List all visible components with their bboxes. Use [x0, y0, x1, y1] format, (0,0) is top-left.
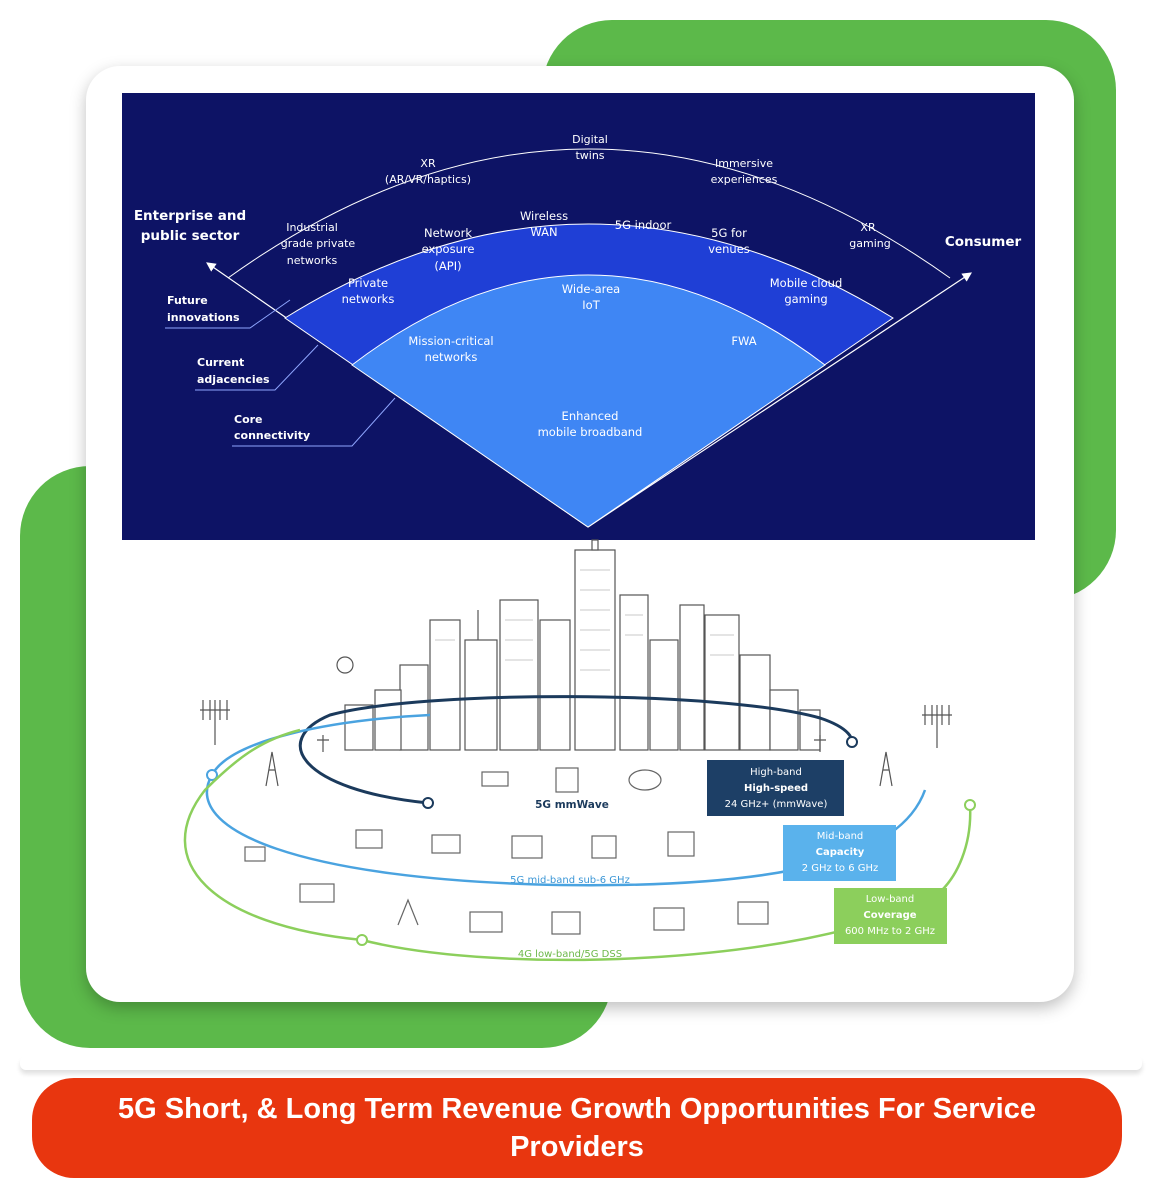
band-label: High-band	[750, 767, 802, 778]
robot-arm-icon	[591, 835, 617, 859]
tractor-icon	[299, 883, 335, 903]
legend-leader	[232, 397, 396, 447]
stadium-icon	[628, 769, 662, 791]
middle-label: 5G for	[711, 226, 747, 240]
small-antenna-icon	[317, 735, 329, 752]
ring-label: 4G low-band/5G DSS	[518, 949, 622, 960]
future-innovations-arc	[227, 148, 951, 279]
mmwave-ring	[298, 695, 854, 805]
growth-fan-diagram: XR (AR/VR/haptics) Digital twins Immersi…	[122, 93, 1035, 540]
middle-label: Network	[424, 226, 472, 240]
sensor-icon	[551, 911, 581, 935]
banner-title: 5G Short, & Long Term Revenue Growth Opp…	[118, 1093, 1036, 1163]
inner-label: FWA	[731, 334, 756, 348]
camera-icon	[481, 771, 509, 787]
middle-label: exposure	[422, 242, 475, 256]
inner-label: Enhanced	[562, 409, 619, 423]
device-icons	[244, 767, 769, 935]
band-label: Coverage	[863, 910, 916, 921]
ring-label: 5G mid-band sub-6 GHz	[510, 875, 630, 886]
monitor-icon	[653, 907, 685, 931]
vehicle-icon	[555, 767, 579, 793]
mid-band-box: Mid-band Capacity 2 GHz to 6 GHz	[783, 825, 896, 881]
consumer-label: Consumer	[945, 234, 1022, 250]
band-label: Capacity	[816, 847, 865, 858]
window-lines	[435, 569, 734, 671]
legend-label: Future	[167, 294, 208, 307]
inner-label: Mission-critical	[408, 334, 493, 348]
antenna-array-icon	[922, 705, 952, 748]
legend-label: Current	[197, 356, 244, 369]
middle-label: Private	[348, 276, 388, 290]
antenna-array-icon	[200, 700, 230, 745]
legend-label: adjacencies	[197, 373, 270, 386]
middle-label: gaming	[784, 292, 827, 306]
right-arrow	[587, 272, 973, 528]
inner-label: mobile broadband	[538, 425, 643, 439]
diagram-canvas: XR (AR/VR/haptics) Digital twins Immersi…	[122, 93, 1035, 962]
band-label: Low-band	[866, 894, 914, 905]
ring-endpoint	[206, 769, 218, 781]
middle-label: 5G indoor	[615, 218, 672, 232]
ring-endpoint	[846, 736, 858, 748]
truck-icon	[431, 834, 461, 854]
enterprise-label: public sector	[141, 228, 240, 244]
band-label: Mid-band	[817, 831, 864, 842]
legend-leader	[195, 344, 319, 391]
core-connectivity-band	[351, 274, 826, 528]
antenna-icons	[200, 656, 952, 787]
low-band-box: Low-band Coverage 600 MHz to 2 GHz	[834, 888, 947, 944]
legend-label: innovations	[167, 311, 240, 324]
outer-label: XR	[420, 157, 436, 170]
legend-label: Core	[234, 413, 263, 426]
outer-label: Immersive	[715, 157, 773, 170]
drone-icon	[336, 656, 354, 674]
ring-endpoint	[356, 934, 368, 946]
band-label: 2 GHz to 6 GHz	[802, 863, 879, 874]
enterprise-label: Enterprise and	[134, 208, 246, 224]
outer-label: Industrial	[286, 221, 338, 234]
cell-tower-icon	[265, 751, 279, 787]
inner-label: Wide-area	[562, 282, 620, 296]
ring-endpoint	[964, 799, 976, 811]
ring-label: 5G mmWave	[535, 799, 609, 811]
outer-label: gaming	[849, 237, 890, 250]
oil-pump-icon	[397, 898, 419, 926]
house-icon	[355, 829, 383, 849]
middle-label: networks	[342, 292, 395, 306]
middle-label: Mobile cloud	[770, 276, 843, 290]
middle-label: (API)	[434, 259, 461, 273]
inner-label: IoT	[582, 298, 600, 312]
machine-icon	[667, 831, 695, 857]
alert-device-icon	[737, 901, 769, 925]
outer-label: Digital	[572, 133, 608, 146]
lowband-ring	[183, 728, 363, 942]
spectrum-city-diagram: 5G mmWave 5G mid-band sub-6 GHz 4G low-b…	[183, 539, 976, 962]
high-band-box: High-band High-speed 24 GHz+ (mmWave)	[707, 760, 844, 816]
middle-label: Wireless	[520, 209, 568, 223]
outer-label: experiences	[711, 173, 778, 186]
city-skyline	[344, 539, 821, 751]
title-banner: 5G Short, & Long Term Revenue Growth Opp…	[32, 1078, 1122, 1178]
cell-tower-icon	[879, 751, 893, 787]
outer-label: twins	[575, 149, 604, 162]
network-icon	[244, 846, 266, 862]
outer-label: networks	[287, 254, 338, 267]
outer-label: (AR/VR/haptics)	[385, 173, 471, 186]
middle-label: venues	[708, 242, 750, 256]
water-plant-icon	[469, 911, 503, 933]
middle-label: WAN	[530, 225, 557, 239]
inner-label: networks	[425, 350, 478, 364]
legend-label: connectivity	[234, 429, 310, 442]
factory-icon	[511, 835, 543, 859]
outer-label: grade private	[281, 237, 356, 250]
outer-label: XR	[860, 221, 876, 234]
small-antenna-icon	[814, 735, 826, 752]
ring-endpoint	[422, 797, 434, 809]
band-label: High-speed	[744, 783, 808, 794]
band-label: 24 GHz+ (mmWave)	[725, 799, 828, 810]
band-label: 600 MHz to 2 GHz	[845, 926, 935, 937]
legend-leader	[165, 299, 291, 329]
